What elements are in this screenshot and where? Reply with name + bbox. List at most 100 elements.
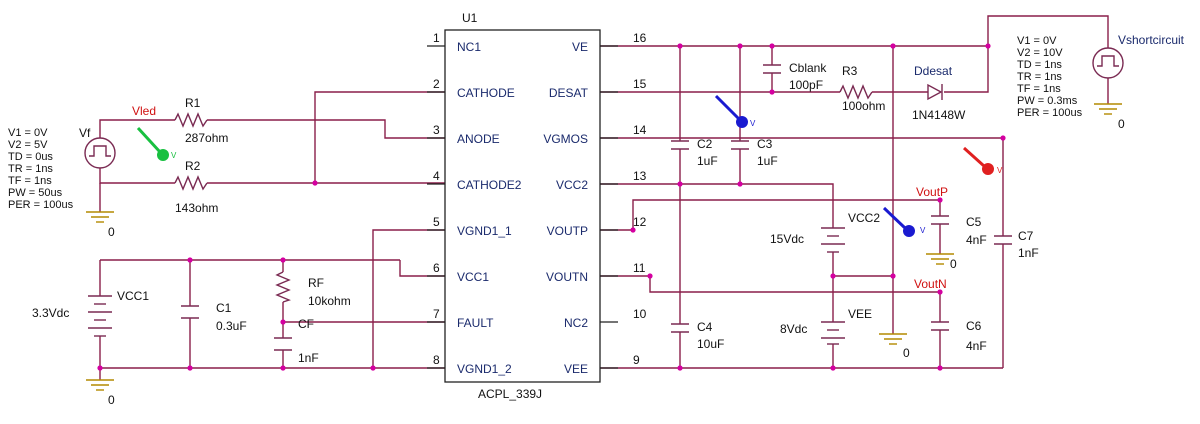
ic-pin-name: VGND1_1 [457, 224, 512, 238]
ic-pin-number: 5 [433, 215, 440, 229]
resistor-r3[interactable]: R3 100ohm [839, 64, 885, 113]
junction-dot [677, 43, 683, 49]
ic-pin-number: 7 [433, 307, 440, 321]
vf-pulse-source[interactable]: Vf V1 = 0V V2 = 5V TD = 0us TR = 1ns TF … [8, 126, 116, 211]
diode-ddesat[interactable]: Ddesat 1N4148W [912, 64, 966, 122]
junction-dot [890, 273, 896, 279]
ic-pin-name: CATHODE [457, 86, 515, 100]
vf-param: PER = 100us [8, 199, 74, 211]
voltage-probe-blue-icon[interactable]: V [714, 94, 756, 128]
r2-value: 143ohm [175, 201, 218, 215]
vf-param: TD = 0us [8, 151, 53, 163]
vshortcircuit-label: Vshortcircuit [1118, 33, 1185, 47]
vshort-param: V2 = 10V [1017, 47, 1063, 59]
probe-marker-text: V [997, 166, 1003, 175]
c1-value: 0.3uF [216, 319, 247, 333]
r1-value: 287ohm [185, 131, 228, 145]
capacitor-c5[interactable]: C5 4nF [931, 215, 987, 247]
resistor-r2[interactable]: R2 143ohm [174, 159, 218, 215]
resistor-r1[interactable]: R1 287ohm [174, 96, 228, 145]
capacitor-cblank[interactable]: Cblank 100pF [763, 61, 827, 92]
junction-dot [937, 197, 943, 203]
ic-pin-number: 9 [633, 353, 640, 367]
cf-ref: CF [298, 317, 314, 331]
ground-label: 0 [108, 393, 115, 407]
wires [99, 15, 1109, 380]
ground-symbol-ve: 0 [879, 333, 910, 360]
junction-dot [890, 43, 896, 49]
vshortcircuit-pulse-source[interactable]: Vshortcircuit V1 = 0V V2 = 10V TD = 1ns … [1017, 33, 1185, 119]
capacitor-c3[interactable]: C3 1uF [731, 137, 778, 168]
c4-ref: C4 [697, 320, 713, 334]
capacitor-c1[interactable]: C1 0.3uF [181, 301, 247, 333]
junction-dot [830, 365, 836, 371]
battery-vee[interactable]: VEE 8Vdc [780, 307, 872, 345]
ic-pin-name: VGMOS [543, 132, 588, 146]
vcc2-ref: VCC2 [848, 211, 880, 225]
vcc2-value: 15Vdc [770, 232, 804, 246]
vee-ref: VEE [848, 307, 872, 321]
battery-vcc1[interactable]: VCC1 3.3Vdc [32, 289, 149, 337]
capacitor-c7[interactable]: C7 1nF [994, 229, 1039, 260]
ic-pin-number: 15 [633, 77, 647, 91]
voltage-probe-red-icon[interactable]: V [962, 146, 1003, 175]
ic-pin-number: 4 [433, 169, 440, 183]
ground-label: 0 [950, 257, 957, 271]
ic-pin-number: 14 [633, 123, 647, 137]
resistor-rf[interactable]: RF 10kohm [275, 271, 351, 308]
junction-dot [630, 227, 636, 233]
junction-dot [937, 365, 943, 371]
capacitor-cf[interactable]: CF 1nF [274, 317, 319, 365]
c2-value: 1uF [697, 154, 718, 168]
rf-ref: RF [308, 276, 324, 290]
c4-value: 10uF [697, 337, 724, 351]
vshort-param: TR = 1ns [1017, 71, 1062, 83]
ic-body[interactable] [444, 29, 601, 383]
vee-value: 8Vdc [780, 322, 807, 336]
r3-value: 100ohm [842, 99, 885, 113]
ground-symbol-vf: 0 [86, 211, 115, 239]
cf-value: 1nF [298, 351, 319, 365]
junction-dot [769, 43, 775, 49]
capacitor-c4[interactable]: C4 10uF [671, 320, 724, 351]
c1-ref: C1 [216, 301, 232, 315]
vf-param: V2 = 5V [8, 139, 48, 151]
ground-symbol-left-bottom: 0 [86, 379, 115, 407]
cblank-ref: Cblank [789, 61, 827, 75]
junction-dot [187, 257, 193, 263]
c5-value: 4nF [966, 233, 987, 247]
ddesat-ref: Ddesat [914, 64, 953, 78]
junction-dot [769, 89, 775, 95]
net-label-voutn: VoutN [914, 277, 947, 291]
ic-pin-number: 8 [433, 353, 440, 367]
junction-dot [280, 319, 286, 325]
probe-marker-text: V [171, 151, 177, 160]
junction-dot [937, 289, 943, 295]
ic-pin-number: 13 [633, 169, 647, 183]
junction-dot [280, 257, 286, 263]
voltage-probe-blue-icon[interactable]: V [882, 206, 926, 237]
junction-dot [830, 273, 836, 279]
c3-ref: C3 [757, 137, 773, 151]
ic-pin-name: DESAT [549, 86, 589, 100]
ground-symbols: 0 0 0 0 0 [86, 103, 1125, 407]
junction-dot [187, 365, 193, 371]
c7-ref: C7 [1018, 229, 1034, 243]
ic-pin-name: FAULT [457, 316, 494, 330]
vshort-param: V1 = 0V [1017, 35, 1057, 47]
ic-pin-name: VOUTN [546, 270, 588, 284]
ic-pin-name: VE [572, 40, 588, 54]
ic-pin-name: VEE [564, 362, 588, 376]
junction-dot [677, 365, 683, 371]
probe-marker-text: V [750, 119, 756, 128]
capacitor-c6[interactable]: C6 4nF [931, 319, 987, 353]
capacitor-c2[interactable]: C2 1uF [671, 137, 718, 168]
voltage-probe-green-icon[interactable]: V [136, 126, 177, 161]
vcc1-value: 3.3Vdc [32, 306, 69, 320]
ic-u1[interactable]: U1 ACPL_339J 1NC12CATHODE3ANODE4CATHODE2… [427, 11, 647, 401]
battery-vcc2[interactable]: VCC2 15Vdc [770, 211, 880, 253]
ground-symbol-vshort: 0 [1094, 103, 1125, 131]
vshort-param: TD = 1ns [1017, 59, 1062, 71]
junction-dot [280, 365, 286, 371]
